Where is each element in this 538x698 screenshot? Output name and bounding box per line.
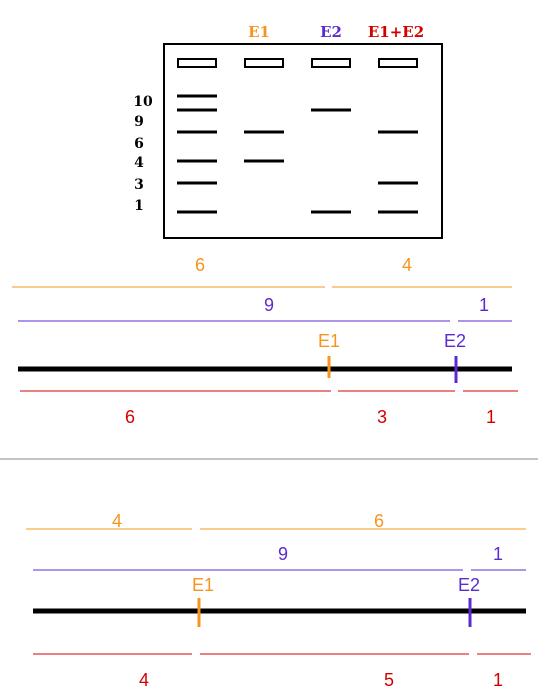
- map1-both-fragment-6: 6: [125, 407, 135, 427]
- map1-e2-fragment-1: 1: [479, 295, 489, 315]
- well-ladder: [177, 58, 217, 68]
- ladder-size-6: 6: [134, 136, 144, 152]
- gel: E1 E2 E1+E2 10 9 6 4 3 1: [133, 23, 443, 239]
- well-e1: [244, 58, 284, 68]
- lane-label-e1: E1: [248, 23, 270, 41]
- ladder-size-4: 4: [134, 155, 144, 171]
- map2-both-fragment-4: 4: [139, 670, 149, 690]
- gel-outline: [163, 43, 443, 239]
- ladder-size-3: 3: [134, 177, 144, 193]
- map1-e1-fragment-6: 6: [195, 255, 205, 275]
- map1-e2-site-label: E2: [444, 331, 466, 351]
- map2-both-fragment-1: 1: [493, 670, 503, 690]
- map2-e2-fragment-9: 9: [278, 544, 288, 564]
- map2-e1-site-label: E1: [192, 575, 214, 595]
- well-e2: [311, 58, 351, 68]
- map-2: 4 6 9 1 E1 E2 4 5 1: [26, 511, 531, 690]
- ladder-size-10: 10: [133, 94, 153, 110]
- lane-label-e2: E2: [320, 23, 342, 41]
- well-e1-e2: [378, 58, 418, 68]
- map2-e1-fragment-6: 6: [374, 511, 384, 531]
- ladder-size-9: 9: [134, 114, 144, 130]
- map1-both-fragment-1: 1: [486, 407, 496, 427]
- gel-bands: [177, 94, 418, 214]
- map2-e1-fragment-4: 4: [112, 511, 122, 531]
- ladder-size-1: 1: [134, 198, 144, 214]
- map2-both-fragment-5: 5: [384, 670, 394, 690]
- lane-label-e1-e2: E1+E2: [368, 23, 424, 41]
- map-1: 6 4 9 1 E1 E2 6 3 1: [12, 255, 518, 427]
- map1-e2-fragment-9: 9: [264, 295, 274, 315]
- map1-both-fragment-3: 3: [377, 407, 387, 427]
- map2-e2-fragment-1: 1: [493, 544, 503, 564]
- map2-e2-site-label: E2: [458, 575, 480, 595]
- map1-e1-site-label: E1: [318, 331, 340, 351]
- map1-e1-fragment-4: 4: [402, 255, 412, 275]
